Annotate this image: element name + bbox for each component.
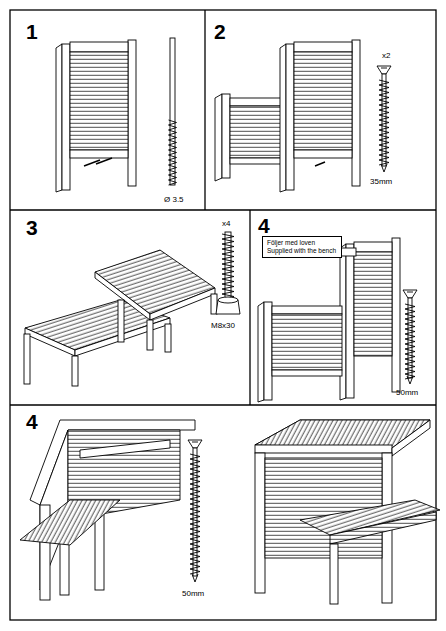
quantity: x2 [382,52,390,61]
screw-thread [190,454,200,574]
screw-thread [222,234,234,299]
step-number: 3 [26,216,38,239]
screw-shank [382,74,386,166]
screw-tip [407,376,413,384]
bolt-washer [218,297,238,303]
note-text: Följer med loven [267,239,337,247]
screw-head [188,440,202,448]
dimension: Ø 3.5 [164,196,184,205]
screw-thread [169,120,177,185]
dimension: M8x30 [211,322,235,331]
screw-tip [381,164,387,172]
step-number: 4 [26,410,38,433]
screw-tip [192,574,198,582]
screw-slot [192,442,198,443]
screw-slot [381,68,387,69]
quantity: x4 [222,220,230,229]
note-box: Följer med lovenSupplied with the bench [262,236,342,258]
step-number: 2 [214,20,226,43]
screw-thread [405,304,415,379]
screw-thread [379,80,389,165]
screw-head [403,290,417,298]
dimension: 50mm [396,389,418,398]
screw-slot [407,292,413,293]
dimension: 35mm [370,178,392,187]
step-number: 1 [26,20,38,43]
note-text: Supplied with the bench [267,247,337,255]
screw-head [377,66,391,74]
step-number: 4 [258,214,270,237]
dimension: 50mm [182,590,204,599]
